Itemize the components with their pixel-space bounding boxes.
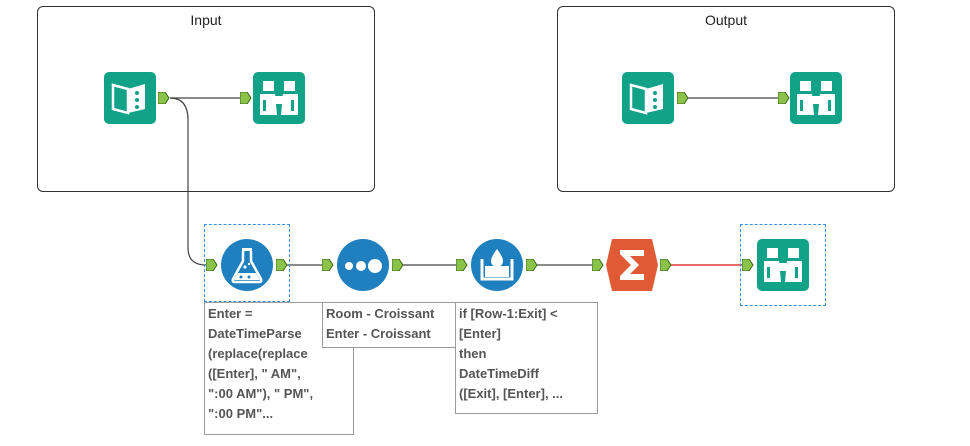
output-data-output-anchor[interactable]	[677, 92, 689, 104]
input-container-title: Input	[190, 12, 222, 28]
binoculars-icon	[790, 72, 842, 124]
output-container-title: Output	[704, 12, 748, 28]
browse-selection	[740, 224, 826, 306]
sample-annotation-line-1: Room - Croissant	[326, 306, 435, 321]
browse-tool-input[interactable]	[253, 72, 305, 124]
multirow-output-anchor[interactable]	[526, 259, 538, 271]
summarize-output-anchor[interactable]	[660, 259, 672, 271]
browse-tool-final[interactable]	[757, 239, 809, 291]
sigma-icon	[606, 239, 658, 291]
book-data-icon	[622, 72, 674, 124]
wire-input-to-formula	[169, 97, 207, 266]
output-data-tool[interactable]	[622, 72, 674, 124]
binoculars-icon	[253, 72, 305, 124]
sample-output-anchor[interactable]	[392, 259, 404, 271]
multirow-formula-tool[interactable]	[471, 239, 523, 291]
multirow-input-anchor[interactable]	[456, 259, 468, 271]
sample-input-anchor[interactable]	[322, 259, 334, 271]
sample-annotation: Room - Croissant Enter - Croissant	[322, 302, 458, 348]
formula-input-anchor[interactable]	[206, 259, 218, 271]
summarize-tool[interactable]	[606, 239, 658, 291]
sample-annotation-line-2: Enter - Croissant	[326, 326, 431, 341]
browse-output-input-anchor[interactable]	[778, 92, 790, 104]
sample-tool[interactable]	[337, 239, 389, 291]
input-container[interactable]: Input	[37, 6, 375, 192]
formula-tool[interactable]	[221, 239, 273, 291]
book-data-icon	[104, 72, 156, 124]
summarize-input-anchor[interactable]	[592, 259, 604, 271]
dots-icon	[337, 239, 389, 291]
browse-input-anchor[interactable]	[240, 92, 252, 104]
input-data-tool[interactable]	[104, 72, 156, 124]
binoculars-icon	[757, 239, 809, 291]
flask-icon	[221, 239, 273, 291]
browse-tool-output[interactable]	[790, 72, 842, 124]
formula-selection	[204, 224, 290, 302]
multirow-annotation: if [Row-1:Exit] < [Enter] then DateTimeD…	[455, 302, 598, 414]
water-drop-icon	[471, 239, 523, 291]
input-data-output-anchor[interactable]	[158, 92, 170, 104]
formula-output-anchor[interactable]	[276, 259, 288, 271]
browse-final-input-anchor[interactable]	[742, 259, 754, 271]
